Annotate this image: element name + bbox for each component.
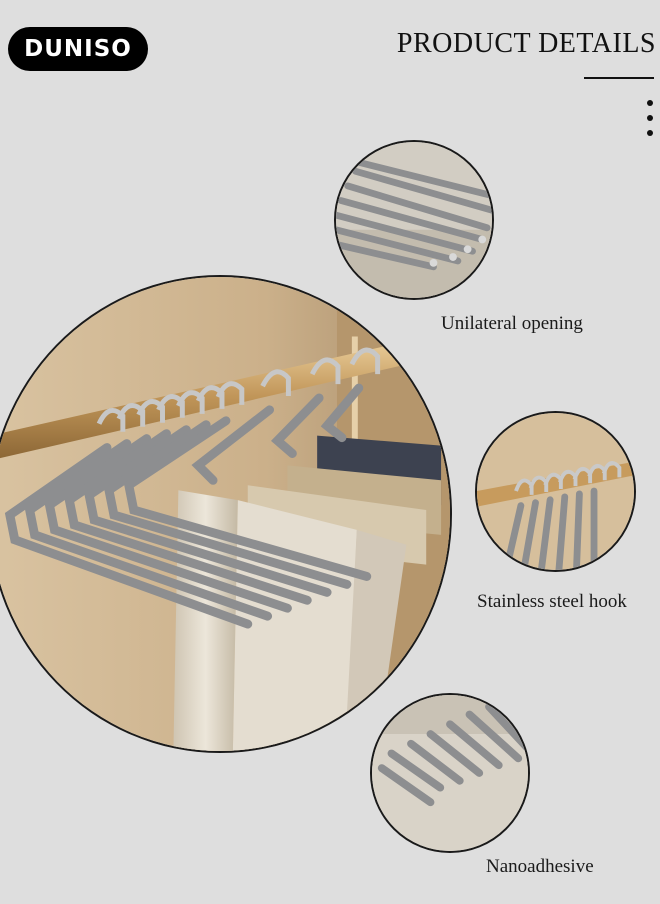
page-title: PRODUCT DETAILS	[396, 28, 656, 59]
detail-image-stainless-steel-hook	[475, 411, 636, 572]
feature-label-unilateral-opening: Unilateral opening	[441, 313, 583, 334]
feature-label-nanoadhesive: Nanoadhesive	[486, 856, 594, 877]
main-product-image	[0, 275, 452, 753]
feature-label-stainless-steel-hook: Stainless steel hook	[477, 591, 627, 612]
detail-image-nanoadhesive	[370, 693, 530, 853]
brand-logo-text: DUNISO	[24, 36, 132, 62]
detail-image-unilateral-opening	[334, 140, 494, 300]
brand-logo: DUNISO	[8, 27, 148, 71]
kebab-menu-icon[interactable]	[646, 100, 654, 136]
title-underline	[584, 77, 654, 79]
